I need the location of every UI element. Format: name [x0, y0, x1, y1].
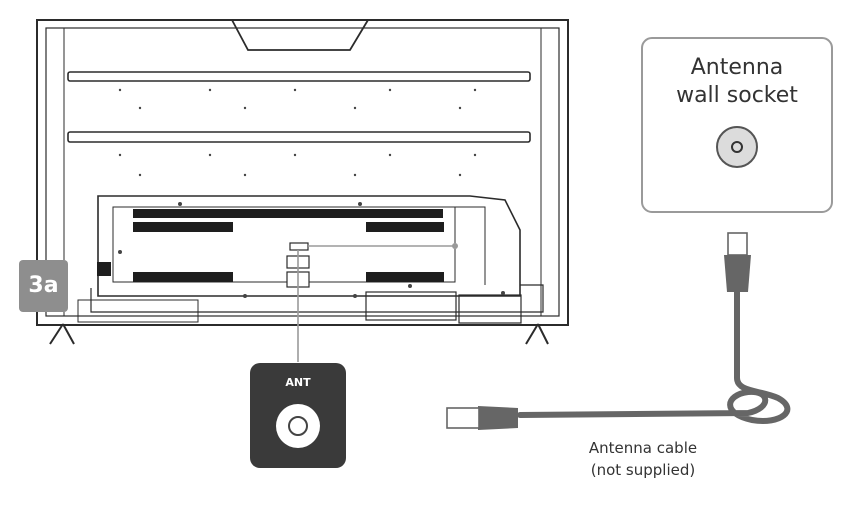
ant-callout — [250, 363, 346, 468]
tv-screw-dots — [118, 88, 505, 298]
tv-back-panel — [36, 19, 569, 326]
step-badge: 3a — [19, 260, 68, 312]
antenna-cable — [446, 232, 791, 430]
wall-socket-box — [641, 37, 833, 213]
wall-socket-title-line1: Antenna — [690, 55, 784, 80]
wall-socket-title-line2: wall socket — [676, 83, 798, 108]
tv-vents — [97, 209, 444, 282]
cable-label-line2: (not supplied) — [590, 461, 696, 479]
cable-label-line1: Antenna cable — [588, 439, 698, 457]
tv-feet — [49, 323, 549, 345]
cable-label: Antenna cable (not supplied) — [548, 437, 738, 481]
tv-ant-port — [286, 242, 458, 362]
ant-port-label: ANT — [285, 376, 311, 389]
wall-socket-title: Antenna wall socket — [642, 54, 832, 110]
